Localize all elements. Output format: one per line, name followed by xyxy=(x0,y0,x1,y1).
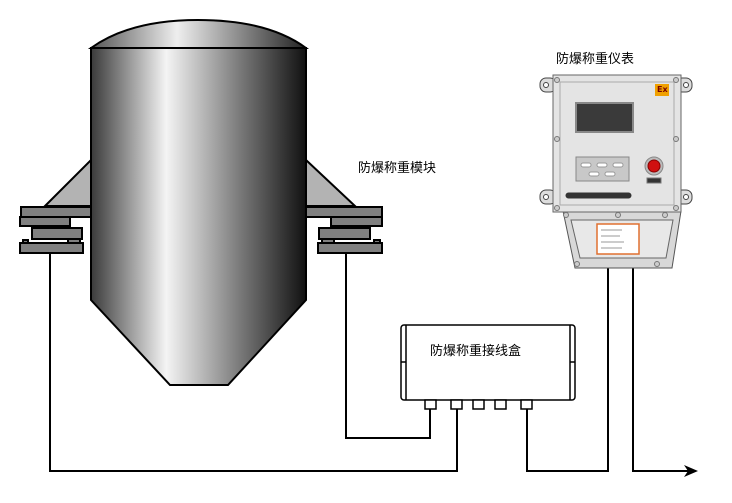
cable-glands xyxy=(424,399,533,410)
junction-box xyxy=(400,324,576,410)
nameplate xyxy=(596,223,640,255)
left-bracket xyxy=(42,157,92,207)
junction-box-label: 防爆称重接线盒 xyxy=(430,344,522,359)
cable-output xyxy=(632,268,690,472)
right-bracket xyxy=(305,157,358,207)
signal-cables xyxy=(49,252,690,472)
left-weighing-module xyxy=(19,206,92,254)
weighing-instrument xyxy=(539,74,693,269)
right-weighing-module xyxy=(305,206,383,254)
cable-box-to-instrument xyxy=(526,268,609,472)
cable-right-module xyxy=(345,252,431,439)
instrument-label: 防爆称重仪表 xyxy=(556,52,635,67)
silo xyxy=(87,18,310,386)
keypad xyxy=(575,156,630,182)
output-arrow-icon xyxy=(684,465,698,477)
alarm-button xyxy=(647,159,661,173)
ex-mark: Ex xyxy=(657,85,668,94)
module-label: 防爆称重模块 xyxy=(358,161,437,176)
ex-badge xyxy=(655,84,669,96)
lcd-display xyxy=(575,102,634,133)
cable-left-module xyxy=(49,252,458,472)
